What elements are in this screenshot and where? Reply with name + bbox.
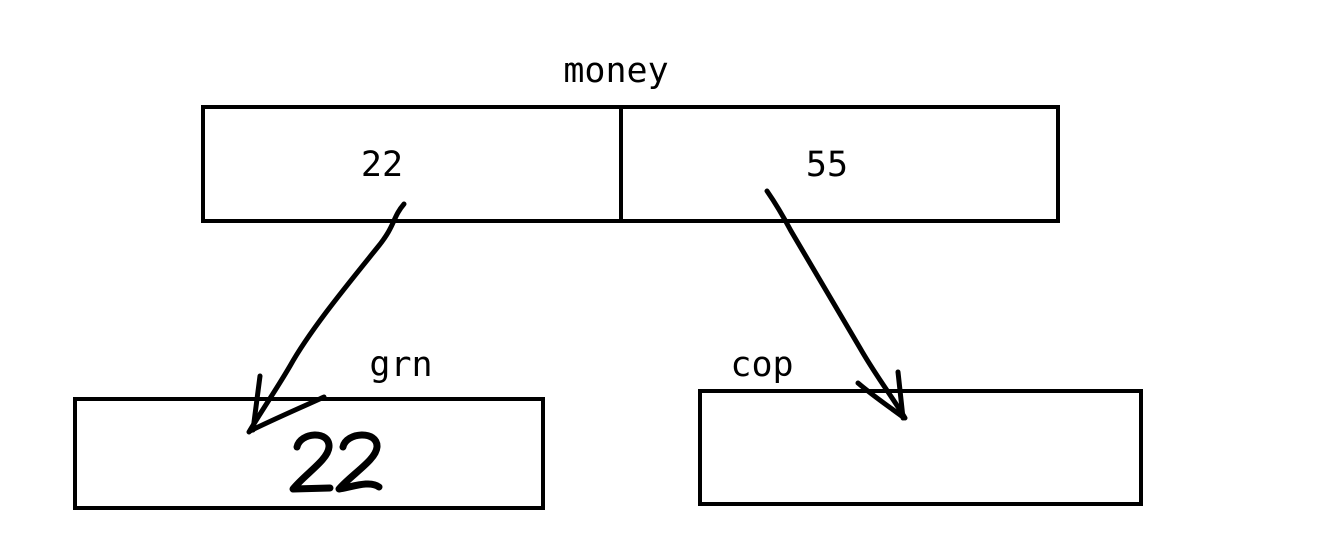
arrow-cell0-to-grn-shaft [246,201,407,435]
variable-cop-box [698,389,1143,506]
arrow-cell1-to-cop-head [855,369,906,421]
array-name-label: money [563,51,668,91]
variable-grn: grn [73,345,545,510]
arrow-cell1-to-cop [764,188,908,421]
arrow-cell0-to-grn-head [247,373,327,434]
array-cell-1-value: 55 [806,145,848,185]
variable-grn-handwritten-value [289,431,383,493]
variable-grn-label: grn [369,345,432,385]
array-box: 22 55 [201,105,1060,223]
arrow-cell0-to-grn [246,201,407,435]
arrow-cell1-to-cop-shaft [764,188,908,421]
array-cell-1 [619,105,1060,223]
array-cell-0-value: 22 [361,145,403,185]
array-cell-0 [201,105,623,223]
variable-cop-label: cop [730,345,793,385]
variable-cop: cop [698,345,1143,506]
